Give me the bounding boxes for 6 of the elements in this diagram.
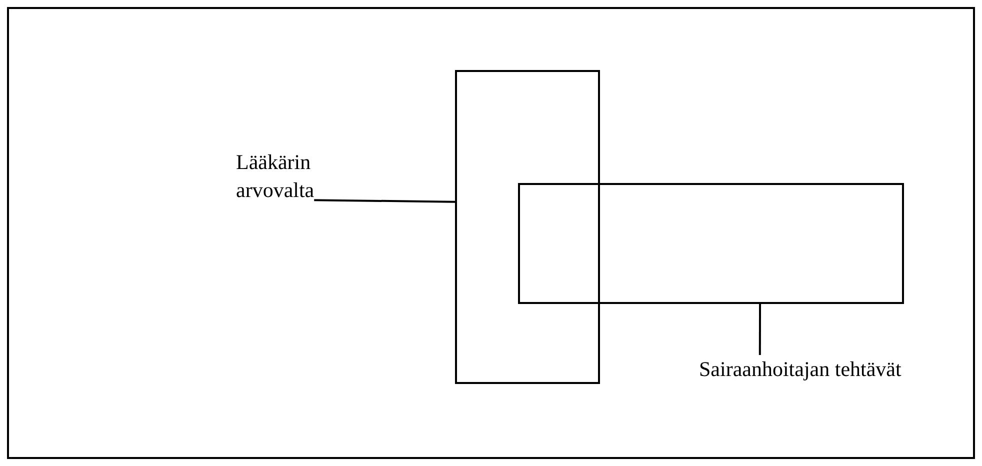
rectangle-area [518, 183, 904, 304]
callout-label: Lääkärin arvovalta [236, 149, 316, 204]
leader-line [314, 199, 456, 203]
rectangle-area [455, 70, 600, 384]
callout-label: Sairaanhoitajan tehtävät [699, 356, 902, 383]
leader-line [758, 304, 762, 355]
